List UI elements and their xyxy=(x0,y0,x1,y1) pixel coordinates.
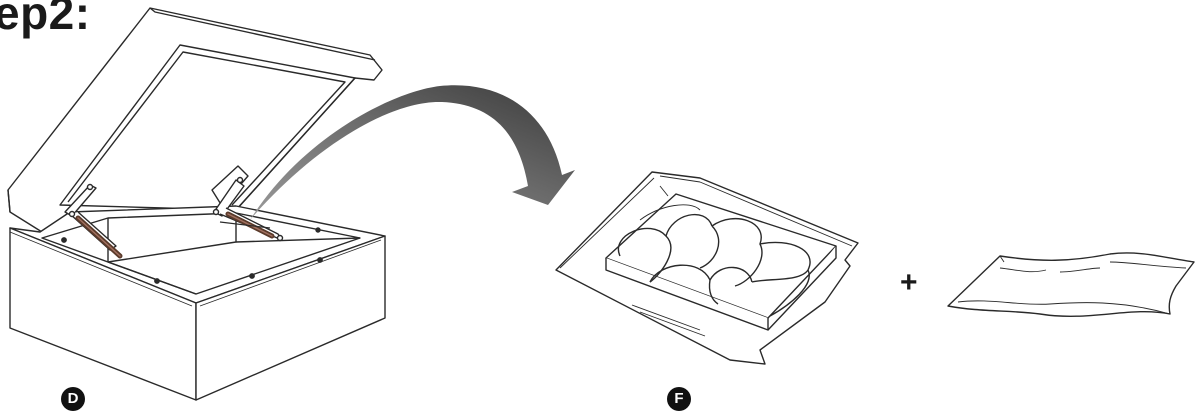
part-badge-d: D xyxy=(61,387,85,411)
ottoman-base xyxy=(10,206,385,400)
plus-sign: + xyxy=(900,268,918,298)
folded-cover xyxy=(948,253,1194,316)
part-badge-f: F xyxy=(667,387,691,411)
storage-ottoman xyxy=(8,8,385,400)
packaged-cushion xyxy=(556,172,858,364)
ottoman-lid xyxy=(8,8,382,232)
